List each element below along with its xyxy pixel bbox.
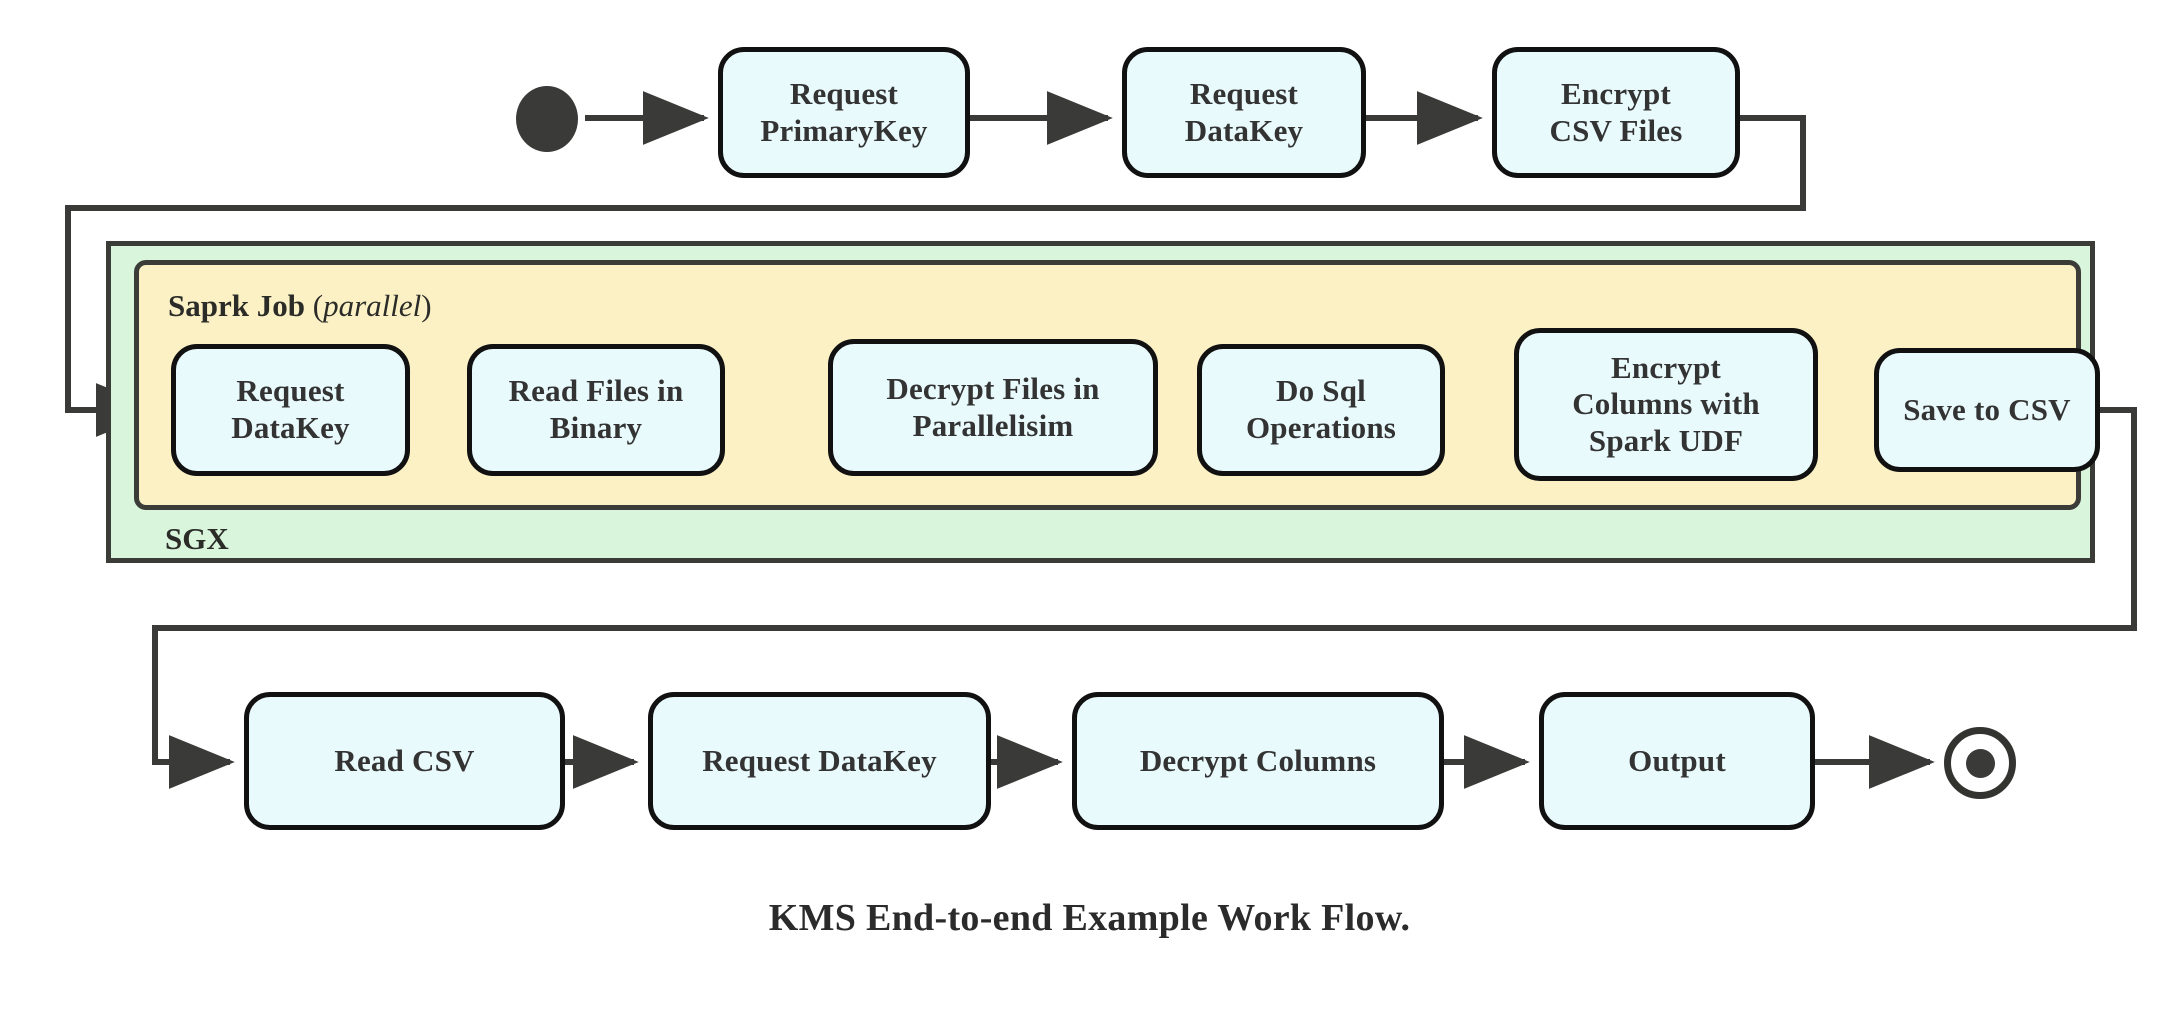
start-node [516, 86, 578, 152]
edge-save-csv-to-read-csv [152, 407, 2137, 789]
diagram-caption: KMS End-to-end Example Work Flow. [768, 897, 1411, 939]
node-do-sql-operations[interactable]: Do Sql Operations [1197, 344, 1445, 476]
end-node [1944, 727, 2016, 799]
node-label: Save to CSV [1903, 391, 2071, 427]
node-label: Read Files in Binary [508, 373, 684, 445]
edge-encrypt-csv-to-spark-datakey [65, 115, 1806, 437]
node-label: Output [1628, 742, 1726, 778]
end-node-inner-dot [1965, 748, 1995, 778]
node-label: Request DataKey [702, 742, 937, 778]
sgx-label: SGX [165, 521, 229, 556]
node-request-primarykey[interactable]: Request PrimaryKey [718, 47, 970, 178]
spark-job-label-paren-open: ( [304, 288, 324, 323]
node-encrypt-csv-files[interactable]: Encrypt CSV Files [1492, 47, 1740, 178]
node-decrypt-columns[interactable]: Decrypt Columns [1072, 692, 1444, 830]
node-save-to-csv[interactable]: Save to CSV [1874, 348, 2100, 472]
spark-job-label-italic: parallel [323, 288, 422, 323]
node-label: Encrypt Columns with Spark UDF [1572, 349, 1760, 458]
spark-job-label: Saprk Job (parallel) [168, 288, 432, 324]
spark-job-label-bold: Saprk Job [168, 288, 305, 323]
node-label: Encrypt CSV Files [1549, 75, 1683, 148]
node-decrypt-files-in-parallelisim[interactable]: Decrypt Files in Parallelisim [828, 339, 1158, 476]
node-request-datakey-top[interactable]: Request DataKey [1122, 47, 1366, 178]
node-label: Decrypt Columns [1139, 742, 1377, 778]
node-label: Request PrimaryKey [760, 75, 928, 148]
node-encrypt-columns-with-spark-udf[interactable]: Encrypt Columns with Spark UDF [1514, 328, 1818, 481]
node-request-datakey-bottom[interactable]: Request DataKey [648, 692, 991, 830]
node-read-csv[interactable]: Read CSV [244, 692, 565, 830]
node-label: Decrypt Files in Parallelisim [886, 370, 1100, 443]
node-request-datakey-spark[interactable]: Request DataKey [171, 344, 410, 476]
spark-job-label-paren-close: ) [421, 288, 432, 323]
node-output[interactable]: Output [1539, 692, 1815, 830]
node-label: Do Sql Operations [1245, 373, 1397, 445]
node-label: Request DataKey [1184, 75, 1304, 148]
node-label: Read CSV [334, 742, 475, 778]
node-read-files-in-binary[interactable]: Read Files in Binary [467, 344, 725, 476]
node-label: Request DataKey [231, 373, 350, 445]
